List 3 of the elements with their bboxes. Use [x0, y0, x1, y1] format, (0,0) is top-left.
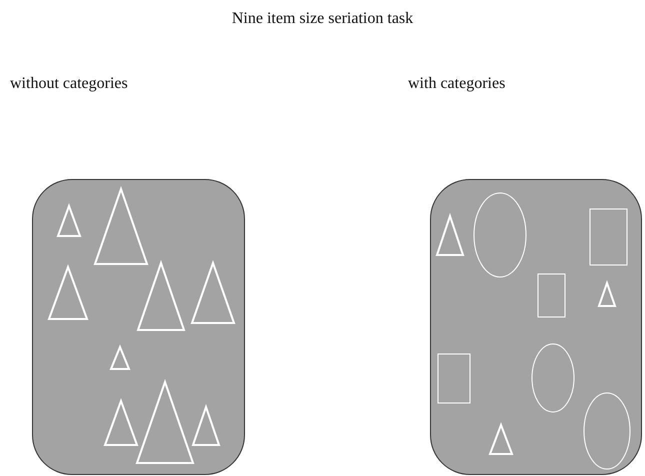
diagram-title: Nine item size seriation task	[230, 10, 414, 28]
panel-heading: without categories	[10, 75, 128, 93]
panel-heading: with categories	[408, 75, 506, 93]
